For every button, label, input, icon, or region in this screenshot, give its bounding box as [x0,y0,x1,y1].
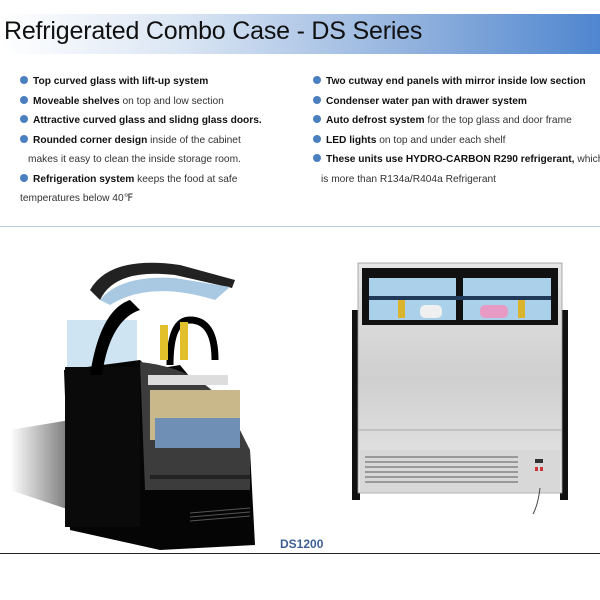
feature-bold: Rounded corner design [33,134,148,146]
header-band [0,14,600,54]
feature-item: Auto defrost system for the top glass an… [313,111,598,131]
feature-text: keeps the food at safe [134,173,238,185]
feature-bold: Moveable shelves [33,95,120,107]
feature-bold: Top curved glass with lift-up system [33,76,209,87]
feature-continuation: is more than R134a/R404a Refrigerant [321,173,496,185]
feature-continuation: temperatures below 40℉ [20,193,134,204]
feature-bold: These units use HYDRO-CARBON R290 refrig… [326,154,575,165]
feature-item: Condenser water pan with drawer system [313,92,598,112]
feature-text: inside of the cabinet [147,134,241,146]
feature-continuation: makes it easy to clean the inside storag… [28,154,241,165]
bullet-icon [313,95,321,104]
features-right: Two cutway end panels with mirror inside… [313,72,600,189]
combo-case-front-image [352,262,568,515]
bullet-icon [20,95,28,104]
features-left: Top curved glass with lift-up system Mov… [20,72,300,209]
page-title: Refrigerated Combo Case - DS Series [4,17,423,45]
feature-item: LED lights on top and under each shelf [313,131,598,151]
bottom-rule [0,553,600,554]
feature-item: These units use HYDRO-CARBON R290 refrig… [313,150,600,170]
bullet-icon [20,115,28,123]
bullet-icon [313,76,321,84]
feature-item: Moveable shelves on top and low section [20,92,300,112]
model-label: DS1200 [280,537,324,551]
feature-item: Two cutway end panels with mirror inside… [313,72,598,92]
bullet-icon [20,173,28,182]
feature-item: Top curved glass with lift-up system [20,72,300,92]
feature-bold: Condenser water pan with drawer system [326,95,527,107]
feature-bold: Attractive curved glass and slidng glass… [33,115,262,126]
bullet-icon [313,134,321,143]
feature-item: Rounded corner design inside of the cabi… [20,131,300,151]
combo-case-angled-image [10,262,255,550]
feature-item: Refrigeration system keeps the food at s… [20,170,300,190]
feature-text: for the top glass and door frame [424,115,572,126]
feature-text: on top and low section [119,95,224,107]
feature-bold: Two cutway end panels with mirror inside… [326,76,586,87]
feature-bold: LED lights [326,134,377,146]
feature-bold: Refrigeration system [33,173,135,185]
feature-text: on top and under each shelf [376,134,506,146]
bullet-icon [20,76,28,84]
bullet-icon [313,154,321,162]
bullet-icon [313,115,321,123]
feature-bold: Auto defrost system [326,115,425,126]
section-divider [0,226,600,227]
feature-text: which [577,154,600,165]
bullet-icon [20,134,28,143]
feature-item: Attractive curved glass and slidng glass… [20,111,300,131]
